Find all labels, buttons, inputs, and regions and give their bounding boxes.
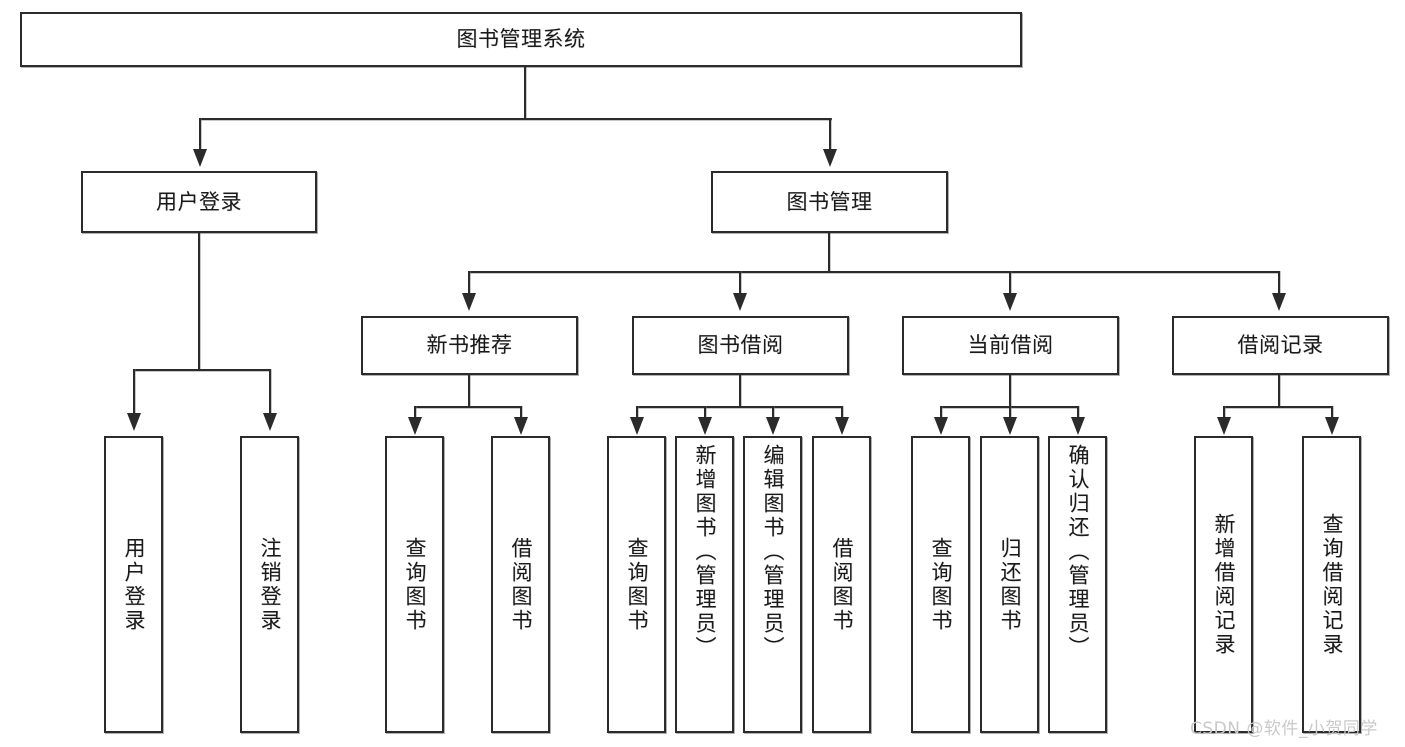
leaf-nb-query-book[interactable]: 查询图书 (385, 436, 444, 733)
arrowhead-cb-to-leaf-1 (934, 417, 948, 435)
node-label: 查询借阅记录 (1320, 512, 1344, 657)
node-label: 用户登录 (122, 536, 146, 633)
connector-root-bus (200, 118, 832, 120)
node-book-borrow[interactable]: 图书借阅 (632, 316, 849, 375)
node-label: 用户登录 (156, 189, 242, 214)
leaf-user-login[interactable]: 用户登录 (104, 436, 163, 733)
node-label: 新增图书（管理员） (693, 444, 717, 660)
connector-new-book-bus (415, 406, 521, 408)
connector-book-borrow-bus (637, 406, 842, 408)
connector-root-to-book-management (829, 118, 831, 150)
arrowhead-bm-to-new-book (462, 293, 476, 311)
arrowhead-user-login-to-leaf-2 (263, 413, 277, 431)
connector-cb-to-leaf-2 (1009, 406, 1011, 418)
arrowhead-root-to-user-login (193, 149, 207, 167)
connector-bm-to-new-book (468, 271, 470, 294)
node-user-login[interactable]: 用户登录 (81, 171, 317, 233)
leaf-cb-return-book[interactable]: 归还图书 (980, 436, 1039, 733)
csdn-watermark: CSDN @软件_小贺同学 (1190, 719, 1378, 739)
connector-borrow-record-bus (1224, 406, 1332, 408)
leaf-bb-borrow-book[interactable]: 借阅图书 (812, 436, 871, 733)
connector-br-to-leaf-1 (1223, 406, 1225, 418)
node-current-borrow[interactable]: 当前借阅 (902, 316, 1119, 375)
node-label: 查询图书 (625, 536, 649, 633)
node-label: 图书管理 (786, 189, 873, 214)
node-label: 当前借阅 (967, 333, 1054, 358)
node-label: 图书借阅 (697, 333, 784, 358)
arrowhead-bb-to-leaf-4 (835, 417, 849, 435)
arrowhead-nb-to-leaf-1 (408, 417, 422, 435)
arrowhead-bb-to-leaf-3 (766, 417, 780, 435)
leaf-br-add-record[interactable]: 新增借阅记录 (1194, 436, 1253, 733)
node-root-book-management-system[interactable]: 图书管理系统 (20, 12, 1022, 67)
node-label: 注销登录 (258, 536, 282, 633)
arrowhead-cb-to-leaf-3 (1071, 417, 1085, 435)
node-label: 借阅图书 (509, 536, 533, 633)
leaf-cb-query-book[interactable]: 查询图书 (911, 436, 970, 733)
connector-new-book-stem (468, 375, 470, 407)
connector-bm-to-borrow-record (1278, 271, 1280, 294)
connector-borrow-record-stem (1278, 375, 1280, 407)
node-label: 编辑图书（管理员） (761, 444, 785, 660)
node-label: 查询图书 (403, 536, 427, 633)
leaf-bb-add-book-admin[interactable]: 新增图书（管理员） (675, 436, 734, 733)
connector-user-login-bus (134, 369, 270, 371)
node-new-book-recommend[interactable]: 新书推荐 (361, 316, 578, 375)
node-borrow-record[interactable]: 借阅记录 (1172, 316, 1389, 375)
connector-br-to-leaf-2 (1331, 406, 1333, 418)
connector-root-stem (524, 67, 526, 119)
connector-nb-to-leaf-2 (520, 406, 522, 418)
connector-bb-to-leaf-4 (841, 406, 843, 418)
leaf-user-logout[interactable]: 注销登录 (240, 436, 299, 733)
node-book-management[interactable]: 图书管理 (711, 171, 948, 233)
connector-bm-to-book-borrow (739, 271, 741, 294)
arrowhead-br-to-leaf-1 (1217, 417, 1231, 435)
leaf-nb-borrow-book[interactable]: 借阅图书 (491, 436, 550, 733)
leaf-bb-edit-book-admin[interactable]: 编辑图书（管理员） (743, 436, 802, 733)
connector-book-management-stem (828, 233, 830, 272)
arrowhead-br-to-leaf-2 (1325, 417, 1339, 435)
connector-bb-to-leaf-2 (704, 406, 706, 418)
node-label: 新书推荐 (426, 333, 513, 358)
connector-book-borrow-stem (739, 375, 741, 407)
arrowhead-bm-to-current-borrow (1003, 293, 1017, 311)
node-label: 图书管理系统 (456, 27, 586, 52)
arrowhead-bb-to-leaf-2 (698, 417, 712, 435)
arrowhead-user-login-to-leaf-1 (127, 413, 141, 431)
node-label: 新增借阅记录 (1212, 512, 1236, 657)
connector-user-login-stem (198, 233, 200, 370)
node-label: 查询图书 (929, 536, 953, 633)
node-label: 归还图书 (998, 536, 1022, 633)
connector-bm-to-current-borrow (1009, 271, 1011, 294)
connector-book-management-bus (469, 271, 1279, 273)
connector-cb-to-leaf-3 (1077, 406, 1079, 418)
node-label: 确认归还（管理员） (1066, 444, 1090, 660)
connector-user-login-to-leaf-1 (133, 369, 135, 414)
connector-user-login-to-leaf-2 (269, 369, 271, 414)
arrowhead-bb-to-leaf-1 (630, 417, 644, 435)
node-label: 借阅记录 (1237, 333, 1324, 358)
arrowhead-bm-to-borrow-record (1272, 293, 1286, 311)
leaf-br-query-record[interactable]: 查询借阅记录 (1302, 436, 1361, 733)
connector-current-borrow-stem (1009, 375, 1011, 407)
connector-bb-to-leaf-1 (636, 406, 638, 418)
connector-root-to-user-login (199, 118, 201, 150)
arrowhead-bm-to-book-borrow (733, 293, 747, 311)
arrowhead-cb-to-leaf-2 (1003, 417, 1017, 435)
leaf-cb-confirm-return-admin[interactable]: 确认归还（管理员） (1048, 436, 1107, 733)
arrowhead-nb-to-leaf-2 (514, 417, 528, 435)
arrowhead-root-to-book-management (823, 149, 837, 167)
connector-cb-to-leaf-1 (940, 406, 942, 418)
connector-nb-to-leaf-1 (414, 406, 416, 418)
node-label: 借阅图书 (830, 536, 854, 633)
leaf-bb-query-book[interactable]: 查询图书 (607, 436, 666, 733)
connector-bb-to-leaf-3 (772, 406, 774, 418)
